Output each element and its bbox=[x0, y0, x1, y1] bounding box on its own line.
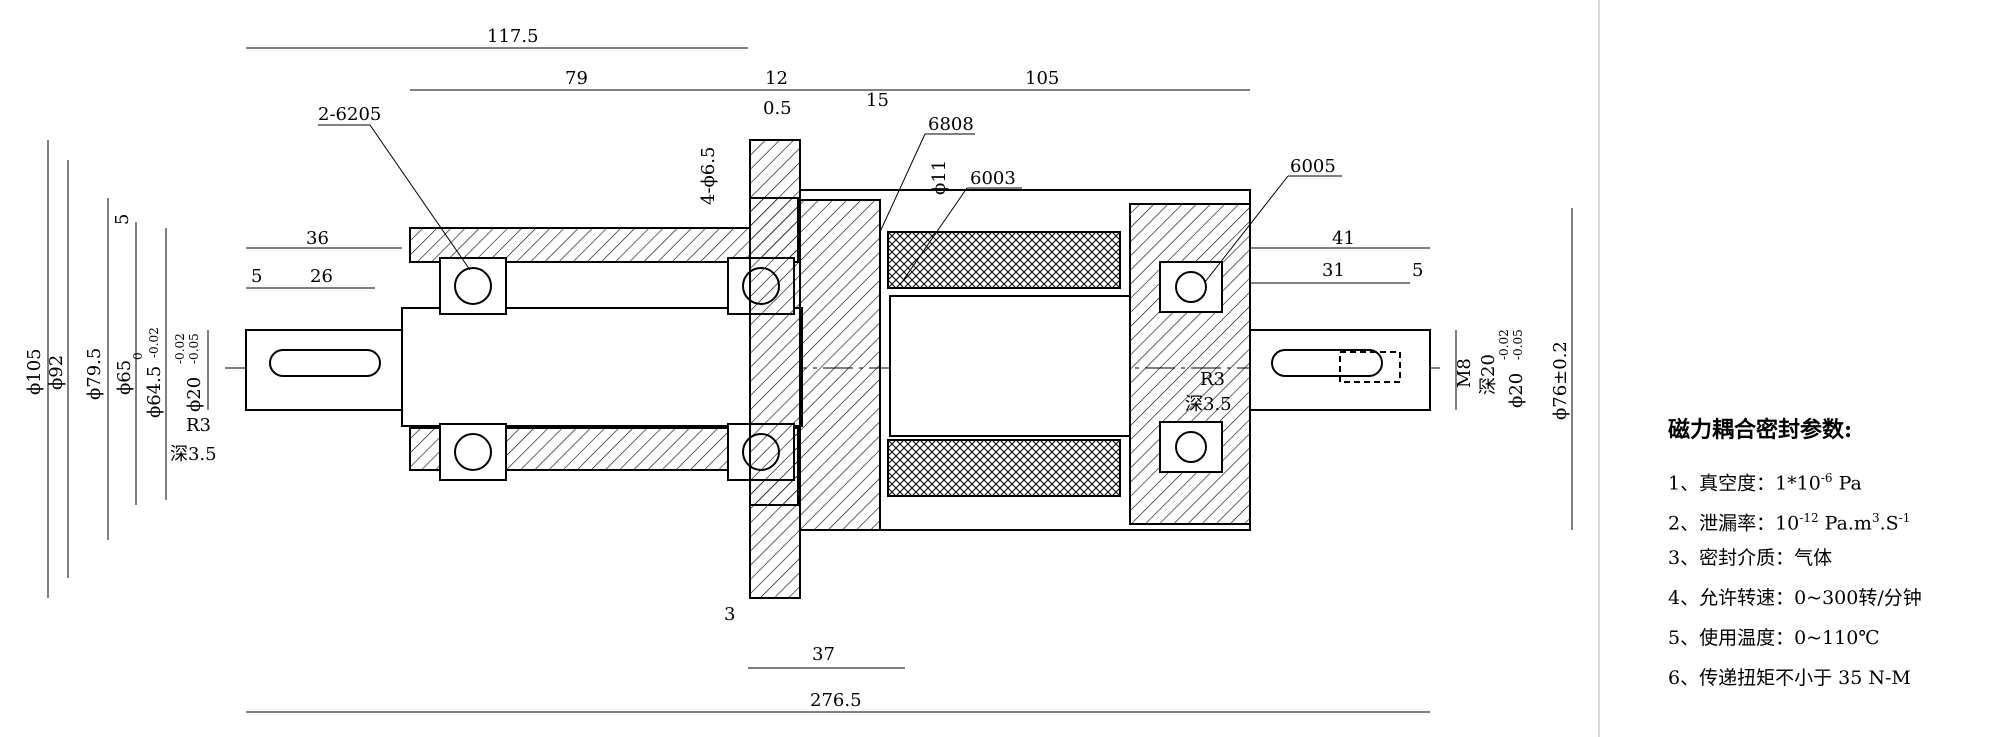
parameter-medium: 3、密封介质：气体 bbox=[1668, 547, 1833, 569]
callout-2-6205: 2-6205 bbox=[318, 104, 381, 125]
parameter-speed: 4、允许转速：0~300转/分钟 bbox=[1668, 587, 1922, 609]
dim-phi64-5-tol: -0.02 bbox=[147, 327, 161, 358]
parameter-vacuum-unit: Pa bbox=[1832, 472, 1862, 495]
parameter-vacuum: 1、真空度：1*10-6 Pa bbox=[1668, 458, 1988, 498]
parameter-vacuum-exp: -6 bbox=[1820, 471, 1833, 485]
dim-phi92: ϕ92 bbox=[46, 355, 67, 390]
dim-r3-right: R3 bbox=[1200, 369, 1225, 390]
dim-m8: M8 bbox=[1454, 358, 1475, 388]
left-shaft bbox=[245, 307, 803, 427]
dim-26: 26 bbox=[310, 266, 333, 287]
parameter-vacuum-prefix: 1、真空度：1*10 bbox=[1668, 472, 1821, 495]
dim-phi65: ϕ65 bbox=[114, 360, 135, 395]
parameters-title: 磁力耦合密封参数: bbox=[1668, 417, 1853, 443]
dimension-lines bbox=[47, 47, 1573, 713]
dim-phi11: ϕ11 bbox=[929, 160, 950, 195]
dim-phi20-right-tol-upper: -0.02 bbox=[1497, 329, 1511, 360]
parameter-leak-unit2: .S bbox=[1879, 512, 1899, 535]
leader-lines bbox=[318, 124, 1342, 286]
dim-phi64-5: ϕ64.5 bbox=[144, 366, 165, 418]
dim-phi79-5: ϕ79.5 bbox=[84, 348, 105, 400]
dim-5-right: 5 bbox=[1412, 260, 1423, 281]
dim-phi20-right: ϕ20 bbox=[1506, 373, 1527, 408]
parameter-leak-unit-exp: 3 bbox=[1871, 511, 1880, 525]
dim-r3-left: R3 bbox=[186, 415, 211, 436]
dim-105: 105 bbox=[1025, 68, 1059, 89]
dim-depth20: 深20 bbox=[1478, 354, 1499, 395]
flange bbox=[749, 139, 1251, 599]
callout-6005: 6005 bbox=[1290, 156, 1336, 177]
dim-phi76: ϕ76±0.2 bbox=[1550, 341, 1571, 420]
dim-117-5: 117.5 bbox=[487, 26, 539, 47]
seal-parameters-panel: 磁力耦合密封参数: 1、真空度：1*10-6 Pa 2、泄漏率：10-12 Pa… bbox=[1668, 412, 1988, 698]
parameter-leak-exp: -12 bbox=[1799, 511, 1819, 525]
callout-6808: 6808 bbox=[928, 114, 974, 135]
parameter-leak-unit: Pa.m bbox=[1818, 512, 1872, 535]
right-shaft bbox=[1249, 329, 1431, 411]
dim-depth-right: 深3.5 bbox=[1185, 394, 1232, 415]
panel-divider bbox=[1598, 0, 1600, 737]
dim-36: 36 bbox=[306, 228, 329, 249]
magnet-assembly bbox=[887, 203, 1251, 525]
parameter-leak-prefix: 2、泄漏率：10 bbox=[1668, 512, 1800, 535]
dim-phi65-tol: 0 bbox=[131, 352, 145, 360]
dim-depth-left: 深3.5 bbox=[170, 444, 217, 465]
dim-phi20-right-tol-lower: -0.05 bbox=[1511, 329, 1525, 360]
dim-3: 3 bbox=[724, 604, 735, 625]
dim-phi20-left-tol-lower: -0.05 bbox=[187, 333, 201, 364]
callout-6003: 6003 bbox=[970, 168, 1016, 189]
dim-37: 37 bbox=[812, 644, 835, 665]
parameter-temperature: 5、使用温度：0~110℃ bbox=[1668, 627, 1880, 649]
dim-31: 31 bbox=[1322, 260, 1345, 281]
dim-12: 12 bbox=[765, 68, 788, 89]
dim-0-5: 0.5 bbox=[763, 98, 792, 119]
dim-79: 79 bbox=[565, 68, 588, 89]
parameter-leak-rate: 2、泄漏率：10-12 Pa.m3.S-1 bbox=[1668, 498, 1988, 538]
parameter-leak-unit2-exp: -1 bbox=[1898, 511, 1911, 525]
parameter-torque: 6、传递扭矩不小于 35 N-M bbox=[1668, 667, 1911, 689]
dim-phi20-left: ϕ20 bbox=[184, 377, 205, 412]
dim-5-left: 5 bbox=[251, 266, 262, 287]
dim-41: 41 bbox=[1332, 228, 1355, 249]
dim-5-vertical: 5 bbox=[112, 214, 133, 225]
dim-phi105: ϕ105 bbox=[24, 348, 45, 395]
dim-276-5: 276.5 bbox=[810, 690, 862, 711]
dim-15: 15 bbox=[866, 90, 889, 111]
engineering-drawing: 117.5 79 12 105 0.5 15 36 5 26 41 31 5 3… bbox=[24, 26, 1573, 713]
dim-phi20-left-tol-upper: -0.02 bbox=[173, 333, 187, 364]
dim-4-phi6-5: 4-ϕ6.5 bbox=[698, 147, 719, 205]
